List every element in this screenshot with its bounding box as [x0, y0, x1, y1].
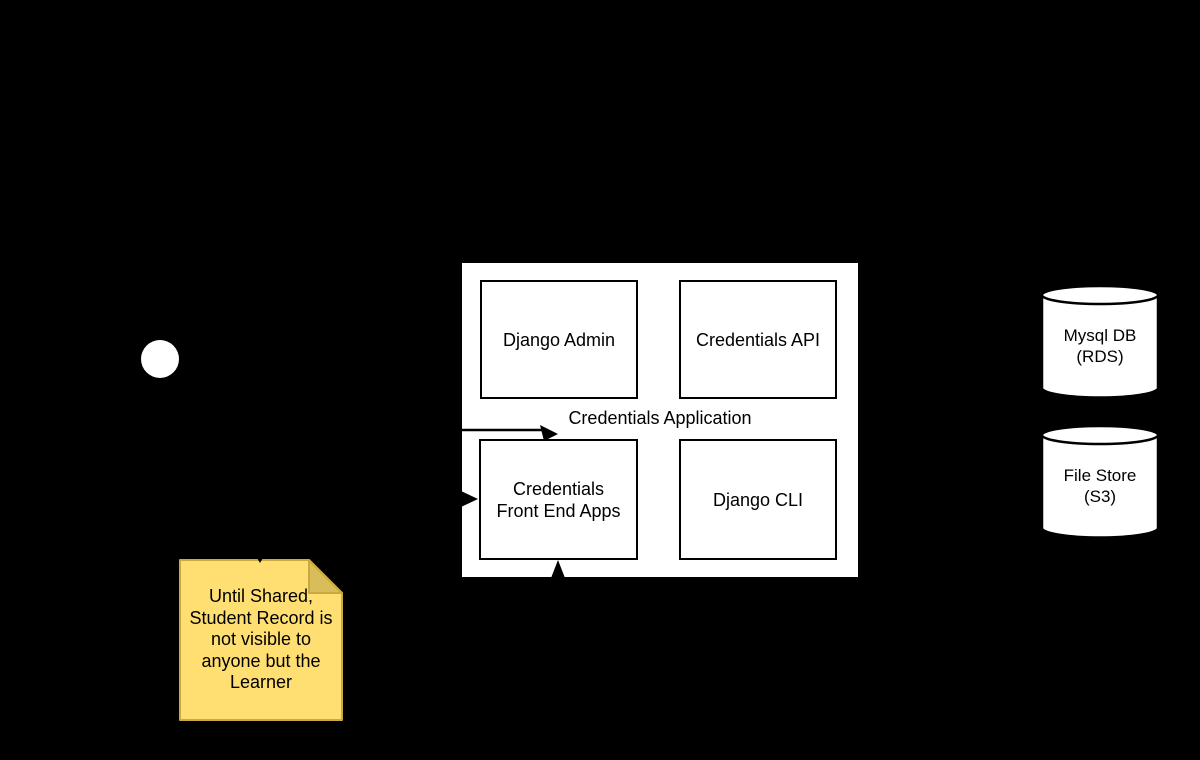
credentials-application-label: Credentials Application	[568, 408, 752, 428]
credentials-front-end-apps-label: Credentials Front End Apps	[496, 478, 621, 521]
django-cli-box: Django CLI	[679, 439, 837, 560]
note-line-4: anyone but the	[201, 650, 321, 671]
database-cylinder-icon	[1040, 284, 1160, 399]
note-line-1: Until Shared,	[208, 586, 314, 607]
django-cli-label: Django CLI	[712, 489, 804, 510]
file-store-label: File Store (S3)	[1040, 424, 1160, 540]
file-store-cylinder: File Store (S3)	[1040, 424, 1160, 540]
credentials-api-box: Credentials API	[679, 280, 837, 399]
django-admin-label: Django Admin	[502, 329, 616, 350]
database-cylinder-icon	[1040, 424, 1160, 539]
file-store-label-line1: File Store	[1063, 466, 1137, 485]
django-admin-box: Django Admin	[480, 280, 638, 399]
sticky-note-shape	[179, 559, 343, 721]
sticky-note-fold-corner	[308, 559, 343, 594]
credentials-api-label: Credentials API	[695, 329, 821, 350]
file-store-label-line2: (S3)	[1083, 487, 1117, 506]
mysql-db-label-line1: Mysql DB	[1063, 326, 1137, 345]
credentials-application-container: Django Admin Credentials API Credentials…	[462, 263, 858, 577]
actor-head-icon	[141, 340, 179, 378]
note-line-3: not visible to	[210, 629, 312, 650]
note-line-2: Student Record is	[189, 607, 333, 628]
sticky-note-text: Until Shared, Student Record is not visi…	[179, 559, 343, 721]
sticky-note: Until Shared, Student Record is not visi…	[179, 559, 343, 721]
mysql-db-label: Mysql DB (RDS)	[1040, 284, 1160, 400]
mysql-db-label-line2: (RDS)	[1076, 347, 1124, 366]
sticky-note-body	[179, 559, 343, 721]
credentials-front-end-apps-box: Credentials Front End Apps	[479, 439, 638, 560]
note-line-5: Learner	[229, 672, 293, 693]
mysql-db-cylinder: Mysql DB (RDS)	[1040, 284, 1160, 400]
